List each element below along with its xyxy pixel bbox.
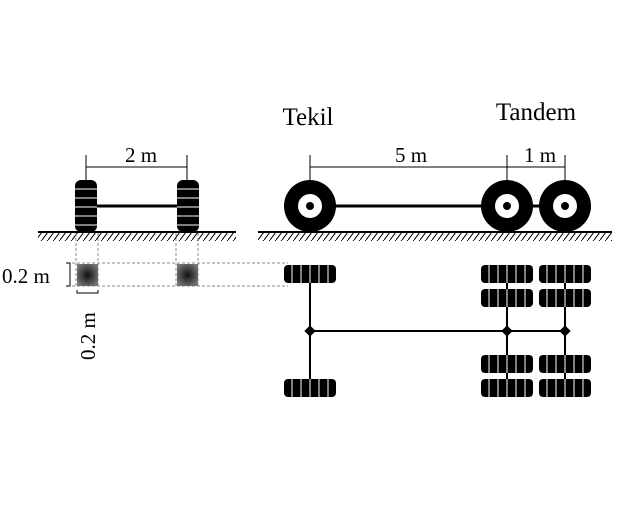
tyre-plan-single-top	[283, 264, 337, 284]
tyre-plan-tandem-rear-bottom-outer	[538, 378, 592, 398]
contact-area: 0.2 m 0.2 m	[2, 233, 288, 360]
tyre-plan-tandem-front-bottom-outer	[480, 378, 534, 398]
joint-single	[304, 325, 316, 337]
tyre-plan-tandem-front-bottom-inner	[480, 354, 534, 374]
wheel-single-side	[284, 180, 336, 232]
tandem-axle-title: Tandem	[496, 99, 577, 126]
rear-tyre-left	[75, 180, 97, 232]
single-to-tandem-label: 5 m	[395, 143, 427, 167]
ground-hatch-right	[258, 233, 612, 241]
plan-view	[283, 264, 592, 398]
ground-hatch-left	[38, 233, 236, 241]
track-width-label: 2 m	[125, 143, 157, 167]
contact-patch-right	[177, 264, 198, 286]
tandem-spacing-label: 1 m	[524, 143, 556, 167]
wheel-tandem-front-side	[481, 180, 533, 232]
rear-tyre-right	[177, 180, 199, 232]
contact-patch-left	[77, 264, 98, 286]
tyre-plan-single-bottom	[283, 378, 337, 398]
single-axle-title: Tekil	[282, 104, 333, 131]
joint-tandem-front	[501, 325, 513, 337]
tyre-plan-tandem-front-top-outer	[480, 264, 534, 284]
contact-height-label: 0.2 m	[2, 264, 50, 288]
contact-width-label: 0.2 m	[76, 312, 100, 360]
contact-width-bracket	[76, 290, 99, 294]
joint-tandem-rear	[559, 325, 571, 337]
contact-height-bracket	[66, 262, 71, 287]
tyre-plan-tandem-rear-bottom-inner	[538, 354, 592, 374]
side-view: Tekil Tandem 5 m 1 m	[258, 99, 612, 241]
rear-view: 2 m	[38, 143, 236, 241]
tyre-plan-tandem-front-top-inner	[480, 288, 534, 308]
tyre-plan-tandem-rear-top-inner	[538, 288, 592, 308]
wheel-tandem-rear-side	[539, 180, 591, 232]
tyre-plan-tandem-rear-top-outer	[538, 264, 592, 284]
